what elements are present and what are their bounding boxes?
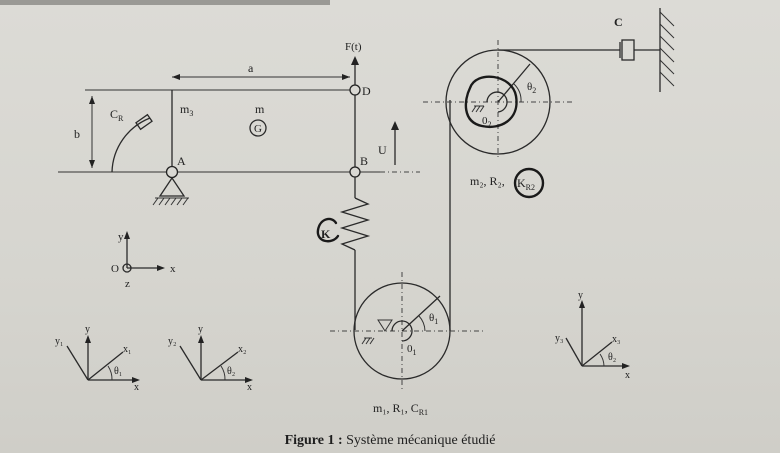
velocity-arrow-head [391,121,399,130]
pulley-2-handwritten-outline [464,75,518,129]
point-d-label: D [362,84,371,98]
force-label: F(t) [345,41,362,53]
frame-1 [66,335,140,383]
cropped-header-text [0,0,330,5]
spring-k-handwritten-circle [316,217,340,243]
pulley-1-coil-mount [377,319,393,332]
damper-c-label: C [614,15,623,29]
point-b-label: B [360,154,368,168]
center-of-mass-g-circle [249,119,267,137]
velocity-u-label: U [378,143,387,157]
axes-x-label: x [170,263,176,275]
damper-c [619,39,660,61]
dimension-a-arrow-left [172,74,180,80]
torsion-spring-block [135,113,153,131]
pulley-2-hatch [471,105,485,113]
frame2-y2-label: y₂ [168,336,177,347]
dimension-b-label: b [74,127,80,141]
frame2-y-label: y [198,324,203,335]
pulley-2-params: m₂, R₂, [470,174,505,188]
frame3-y-label: y [578,290,583,301]
frame-2 [179,335,253,383]
frame3-x-label: x [625,370,630,381]
pulley-2-angle-label: θ2 [527,81,536,95]
spring-k-coil [339,197,371,251]
frame1-theta-label: θ₁ [114,366,122,377]
frame2-x-label: x [247,382,252,393]
figure-caption: Figure 1 : Système mécanique étudié [0,433,780,449]
pivot-a-hatch [152,197,189,206]
pivot-a-circle [165,165,179,179]
axes-y-label: y [118,231,124,243]
torsion-spring-arc [111,117,151,173]
pulley-1-params: m₁, R₁, CR1 [373,401,428,417]
point-d-circle [349,84,361,96]
pulley-1-torsion-coil [391,320,413,342]
frame-3 [565,300,630,369]
frame1-x1-label: x₁ [123,344,132,355]
pulley-1-hatch [361,337,375,345]
frame1-y-label: y [85,324,90,335]
frame2-theta-label: θ₂ [227,366,235,377]
caption-text: Système mécanique étudié [342,433,496,448]
pulley-2-torsion-coil [486,91,508,113]
pulley-2-radius [497,63,531,103]
spring-k-label: K [321,227,331,241]
frame3-y3-label: y₃ [555,333,564,344]
pulley-1-angle-label: θ1 [429,312,438,326]
pulley-2-kr-handwritten-circle [513,167,545,199]
caption-bold: Figure 1 : [284,433,343,448]
point-b-circle [349,166,361,178]
reference-axes [122,231,165,273]
pulley-2-center-label: 02 [482,115,492,129]
pivot-a-support [158,176,186,197]
frame3-x3-label: x₃ [612,334,621,345]
dimension-a-arrow-right [342,74,350,80]
pulley-2-angle-arc [513,83,522,103]
dimension-b-arrow-bottom [89,160,95,168]
axes-o-label: O [111,263,119,275]
dimension-a-label: a [248,61,254,75]
mass-m3-label: m3 [180,102,193,118]
pulley-1-angle-arc [418,315,426,332]
point-a-label: A [177,154,186,168]
center-g-label: G [254,123,262,135]
wall-hatch [659,11,675,87]
frame1-x-label: x [134,382,139,393]
pulley-1-radius [401,295,441,332]
frame1-y1-label: y₁ [55,336,64,347]
dimension-b-arrow-top [89,96,95,104]
pulley-1-center-label: 01 [407,343,417,357]
frame2-x2-label: x₂ [238,344,247,355]
mass-m-label: m [255,102,265,116]
pulley-2-kr-label: KR2 [517,176,535,192]
frame3-theta-label: θ₂ [608,352,616,363]
torsion-cr-label: CR [110,107,124,123]
axes-z-label: z [125,278,130,290]
force-arrow-head [351,56,359,65]
